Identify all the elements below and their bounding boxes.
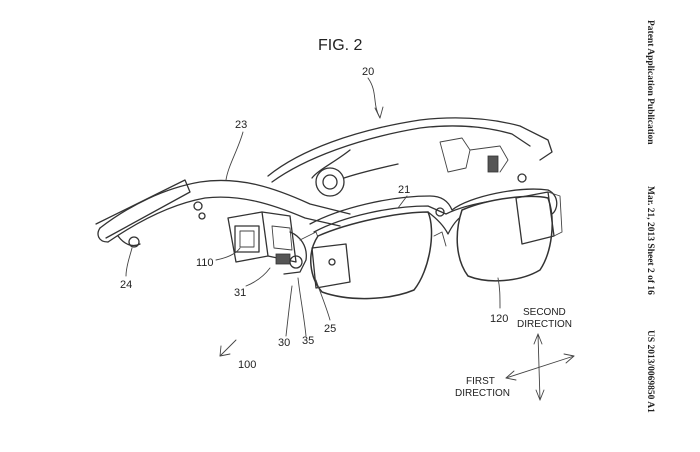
glasses-drawing bbox=[95, 117, 563, 300]
side-header: Patent Application Publication Mar. 21, … bbox=[645, 20, 655, 413]
label-23: 23 bbox=[235, 119, 247, 131]
label-110: 110 bbox=[196, 257, 214, 269]
label-35: 35 bbox=[302, 335, 314, 347]
direction-indicator: SECOND DIRECTION FIRST DIRECTION bbox=[455, 307, 575, 401]
label-25: 25 bbox=[324, 323, 336, 335]
far-hinge-block bbox=[487, 155, 499, 173]
side-number: US 2013/0069850 A1 bbox=[645, 330, 655, 413]
label-24: 24 bbox=[120, 279, 132, 291]
label-100: 100 bbox=[238, 359, 256, 371]
label-31: 31 bbox=[234, 287, 246, 299]
far-temple bbox=[267, 117, 553, 177]
second-direction-line1: SECOND bbox=[523, 307, 566, 318]
lens-right bbox=[456, 195, 553, 282]
first-direction-line1: FIRST bbox=[466, 376, 495, 387]
lens-display bbox=[311, 243, 351, 289]
label-30: 30 bbox=[278, 337, 290, 349]
first-direction-axis bbox=[505, 355, 575, 379]
side-date-sheet: Mar. 21, 2013 Sheet 2 of 16 bbox=[645, 186, 655, 295]
near-temple bbox=[99, 179, 351, 229]
camera-module bbox=[227, 211, 323, 275]
far-temple-lower bbox=[271, 125, 531, 183]
side-publication: Patent Application Publication bbox=[645, 20, 655, 145]
first-direction-line2: DIRECTION bbox=[455, 388, 510, 399]
label-120: 120 bbox=[490, 313, 508, 325]
earphone bbox=[311, 149, 399, 197]
label-20: 20 bbox=[362, 66, 374, 78]
label-21: 21 bbox=[398, 184, 410, 196]
reference-labels: 20 21 23 24 25 30 31 35 100 110 120 bbox=[120, 66, 508, 371]
bridge bbox=[427, 211, 463, 235]
second-direction-line2: DIRECTION bbox=[517, 319, 572, 330]
figure-title: FIG. 2 bbox=[318, 37, 363, 54]
far-hinge bbox=[439, 137, 471, 173]
leader-lines bbox=[125, 77, 501, 357]
near-temple-lower bbox=[107, 196, 341, 243]
